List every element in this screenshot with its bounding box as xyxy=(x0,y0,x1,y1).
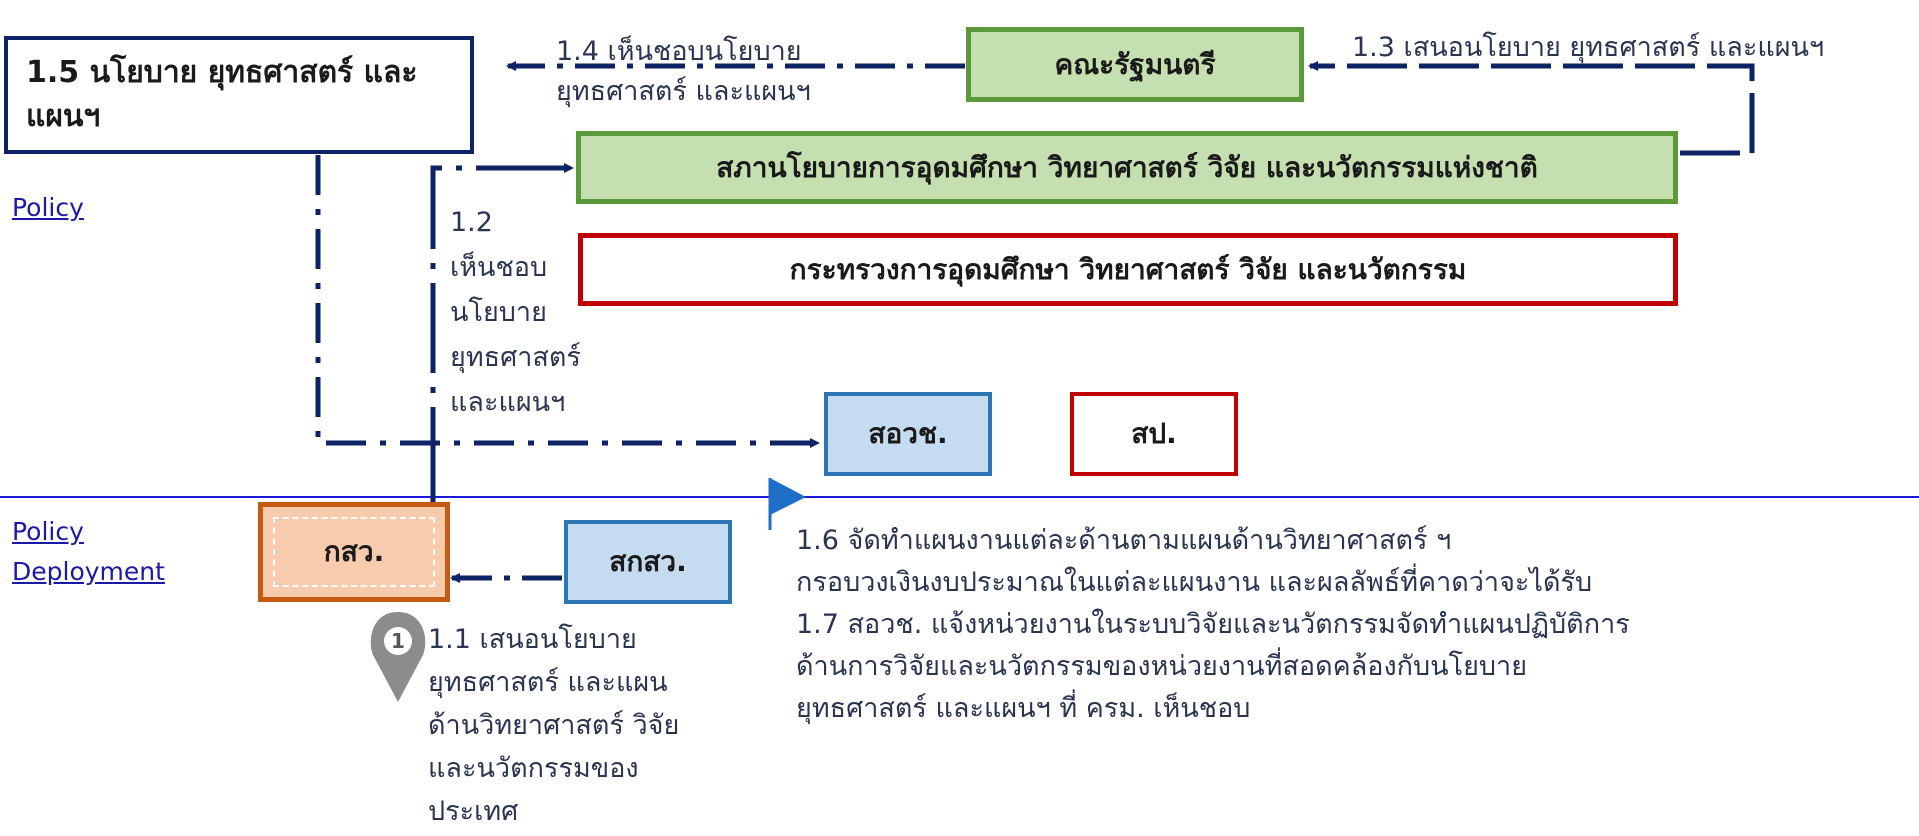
map-pin-icon xyxy=(370,612,426,702)
policy-plan-label: 1.5 นโยบาย ยุทธศาสตร์ และแผนฯ xyxy=(26,55,418,134)
step-1-6-1-7-label: 1.6 จัดทำแผนงานแต่ละด้านตามแผนด้านวิทยาศ… xyxy=(796,525,1630,724)
ksw-box: กสว. xyxy=(258,502,450,602)
step-1-2-label: 1.2 เห็นชอบ นโยบาย ยุทธศาสตร์ และแผนฯ xyxy=(450,207,581,418)
sksw-box: สกสว. xyxy=(564,520,732,604)
arrow-ksw-to-council xyxy=(430,163,574,497)
ministry-label: กระทรวงการอุดมศึกษา วิทยาศาสตร์ วิจัย แล… xyxy=(789,252,1467,286)
sp-label: สป. xyxy=(1131,417,1177,450)
national-council-box: สภานโยบายการอุดมศึกษา วิทยาศาสตร์ วิจัย … xyxy=(576,131,1678,204)
ksw-label: กสว. xyxy=(323,535,385,568)
sp-box: สป. xyxy=(1070,392,1238,476)
policy-deployment-section-link[interactable]: Policy Deployment xyxy=(12,517,165,586)
cabinet-box: คณะรัฐมนตรี xyxy=(966,27,1304,102)
flag-icon xyxy=(768,478,806,530)
ministry-box: กระทรวงการอุดมศึกษา วิทยาศาสตร์ วิจัย แล… xyxy=(578,233,1678,306)
pin-number: 1 xyxy=(391,629,405,653)
ksw-inner-frame xyxy=(273,517,435,587)
arrow-policy-to-nrct xyxy=(315,155,820,448)
step-1-4-label: 1.4 เห็นชอบนโยบาย ยุทธศาสตร์ และแผนฯ xyxy=(556,36,811,107)
nrct-box: สอวช. xyxy=(824,392,992,476)
nrct-label: สอวช. xyxy=(868,417,948,450)
national-council-label: สภานโยบายการอุดมศึกษา วิทยาศาสตร์ วิจัย … xyxy=(716,150,1538,184)
cabinet-label: คณะรัฐมนตรี xyxy=(1054,47,1216,81)
policy-section-link[interactable]: Policy xyxy=(12,193,84,222)
step-1-1-label: 1.1 เสนอนโยบาย ยุทธศาสตร์ และแผน ด้านวิท… xyxy=(428,624,680,827)
policy-plan-box: 1.5 นโยบาย ยุทธศาสตร์ และแผนฯ xyxy=(4,36,474,154)
arrow-council-to-cabinet xyxy=(1308,61,1755,156)
sksw-label: สกสว. xyxy=(609,545,687,578)
step-1-3-label: 1.3 เสนอนโยบาย ยุทธศาสตร์ และแผนฯ xyxy=(1352,32,1825,63)
